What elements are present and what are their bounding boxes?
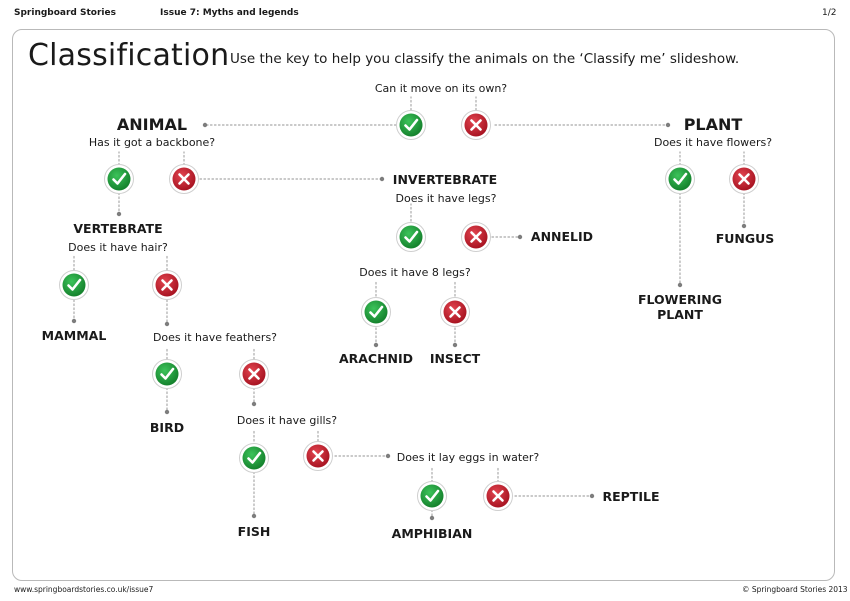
cross-icon — [169, 164, 199, 194]
cross-icon — [303, 441, 333, 471]
group-insect: INSECT — [430, 351, 481, 366]
connector-dot — [517, 234, 523, 240]
cross-icon — [729, 164, 759, 194]
group-vertebrate: VERTEBRATE — [73, 221, 162, 236]
question-eight-legs: Does it have 8 legs? — [359, 266, 471, 279]
tick-icon — [152, 359, 182, 389]
group-fungus: FUNGUS — [716, 231, 775, 246]
question-feathers: Does it have feathers? — [153, 331, 277, 344]
connector-dot — [71, 318, 77, 324]
connector-dot — [385, 453, 391, 459]
worksheet-card — [12, 29, 835, 581]
tick-icon — [396, 222, 426, 252]
group-plant: PLANT — [684, 115, 743, 134]
instruction-text: Use the key to help you classify the ani… — [230, 51, 740, 67]
issue-title: Issue 7: Myths and legends — [160, 8, 299, 18]
page-title: Classification — [28, 38, 230, 73]
connector-dot — [202, 122, 208, 128]
group-annelid: ANNELID — [531, 229, 593, 244]
connector-dot — [116, 211, 122, 217]
question-flowers: Does it have flowers? — [654, 136, 772, 149]
footer-url: www.springboardstories.co.uk/issue7 — [14, 585, 154, 594]
group-arachnid: ARACHNID — [339, 351, 413, 366]
connector-dot — [164, 409, 170, 415]
tick-icon — [59, 270, 89, 300]
group-fish: FISH — [238, 524, 271, 539]
connector-lines — [71, 96, 747, 521]
connector-dot — [677, 282, 683, 288]
group-invertebrate: INVERTEBRATE — [393, 172, 497, 187]
group-animal: ANIMAL — [117, 115, 187, 134]
group-flowering-plant-line2: PLANT — [657, 307, 703, 322]
question-legs: Does it have legs? — [396, 192, 497, 205]
question-eggs-in-water: Does it lay eggs in water? — [397, 451, 540, 464]
diagram-labels: Can it move on its own? Has it got a back… — [42, 82, 775, 541]
connector-dot — [589, 493, 595, 499]
page-number: 1/2 — [822, 8, 837, 18]
tick-icon — [239, 443, 269, 473]
question-gills: Does it have gills? — [237, 414, 337, 427]
connector-dot — [164, 321, 170, 327]
footer-copyright: © Springboard Stories 2013 — [742, 585, 848, 594]
cross-icon — [461, 222, 491, 252]
connector-dot — [251, 513, 257, 519]
connector-dot — [741, 223, 747, 229]
group-flowering-plant-line1: FLOWERING — [638, 292, 722, 307]
group-mammal: MAMMAL — [42, 328, 107, 343]
cross-icon — [239, 359, 269, 389]
tick-icon — [361, 297, 391, 327]
question-move: Can it move on its own? — [375, 82, 507, 95]
tick-icon — [665, 164, 695, 194]
group-amphibian: AMPHIBIAN — [392, 526, 473, 541]
cross-icon — [152, 270, 182, 300]
cross-icon — [483, 481, 513, 511]
connector-dot — [373, 342, 379, 348]
group-reptile: REPTILE — [602, 489, 659, 504]
connector-dot — [429, 515, 435, 521]
tick-icon — [104, 164, 134, 194]
connector-dot — [379, 176, 385, 182]
answer-badges — [59, 110, 759, 511]
cross-icon — [440, 297, 470, 327]
tick-icon — [396, 110, 426, 140]
cross-icon — [461, 110, 491, 140]
connector-dot — [251, 401, 257, 407]
group-bird: BIRD — [150, 420, 184, 435]
question-hair: Does it have hair? — [68, 241, 168, 254]
tick-icon — [417, 481, 447, 511]
question-backbone: Has it got a backbone? — [89, 136, 215, 149]
connector-dot — [452, 342, 458, 348]
publication-name: Springboard Stories — [14, 8, 116, 18]
connector-dot — [665, 122, 671, 128]
